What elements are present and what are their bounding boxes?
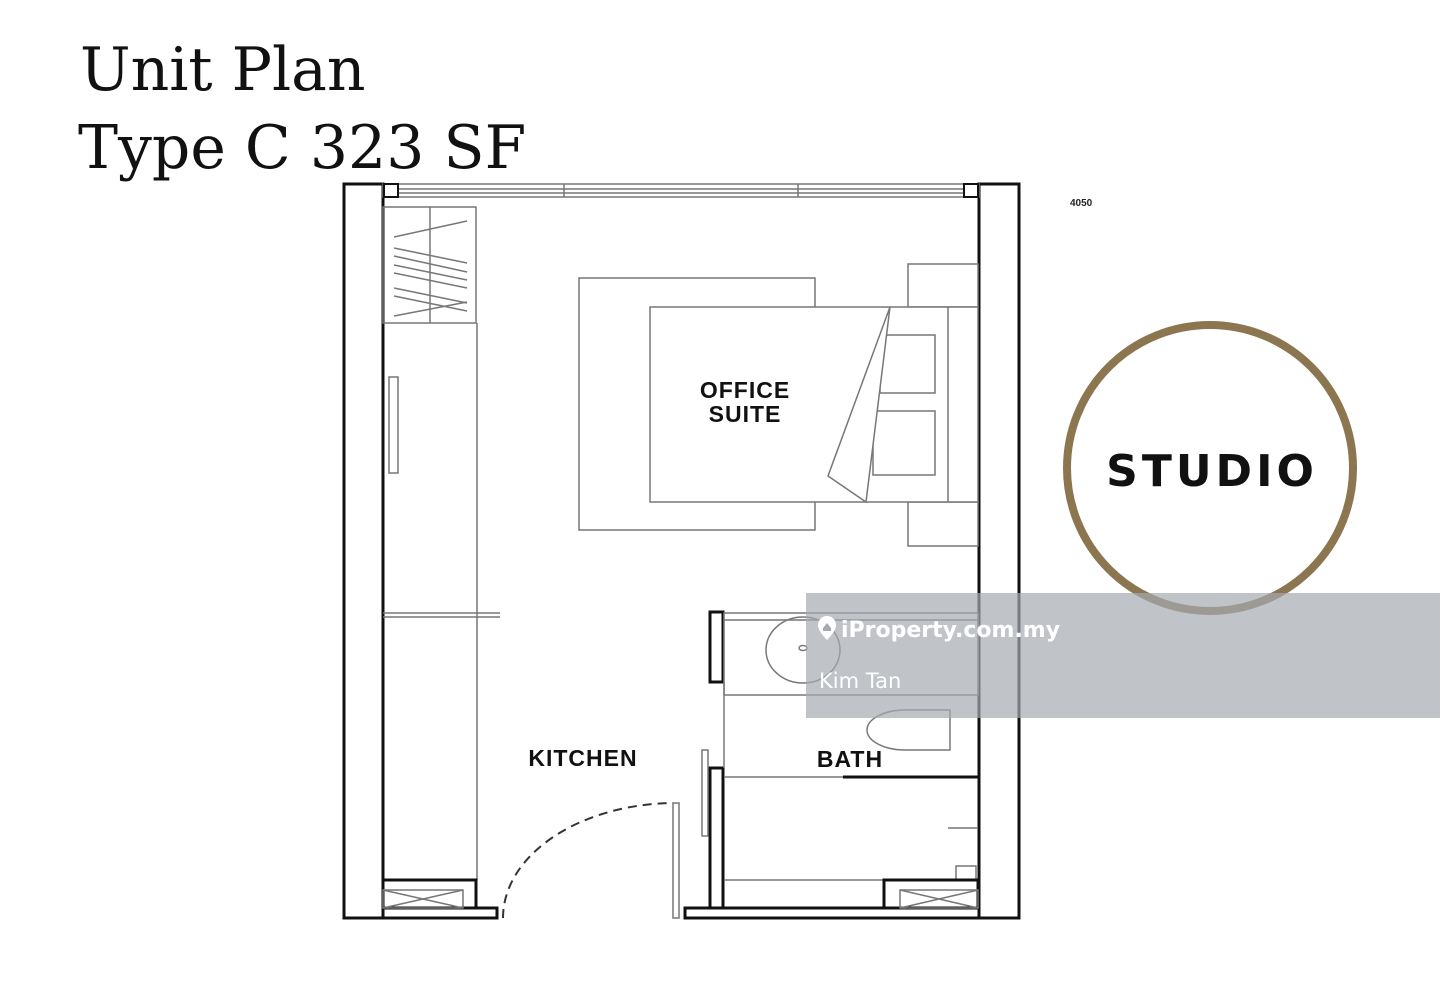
watermark: iProperty.com.my Kim Tan <box>806 593 1440 718</box>
title-line-1: Unit Plan <box>80 35 366 105</box>
location-pin-icon <box>818 616 836 640</box>
title-line-2: Type C 323 SF <box>78 113 526 183</box>
room-label-kitchen: KITCHEN <box>528 745 637 771</box>
bottom-wall-right <box>683 906 981 920</box>
studio-badge: STUDIO <box>1063 321 1357 615</box>
room-label-bath: BATH <box>817 746 883 772</box>
room-label-office-1: OFFICE <box>700 377 790 403</box>
bed <box>578 263 979 547</box>
wardrobe <box>382 206 500 880</box>
dimension-label: 4050 <box>1070 198 1093 209</box>
room-label-office-2: SUITE <box>709 401 782 427</box>
window <box>382 183 980 198</box>
left-wall <box>342 182 385 920</box>
watermark-site: iProperty.com.my <box>841 618 1060 643</box>
watermark-agent: Kim Tan <box>819 669 901 693</box>
corner-ducts <box>381 878 980 910</box>
floor-plan: OFFICE SUITE KITCHEN BATH <box>342 182 1021 920</box>
right-wall <box>977 182 1021 920</box>
badge-label: STUDIO <box>1106 446 1318 497</box>
entry-door <box>502 802 680 919</box>
